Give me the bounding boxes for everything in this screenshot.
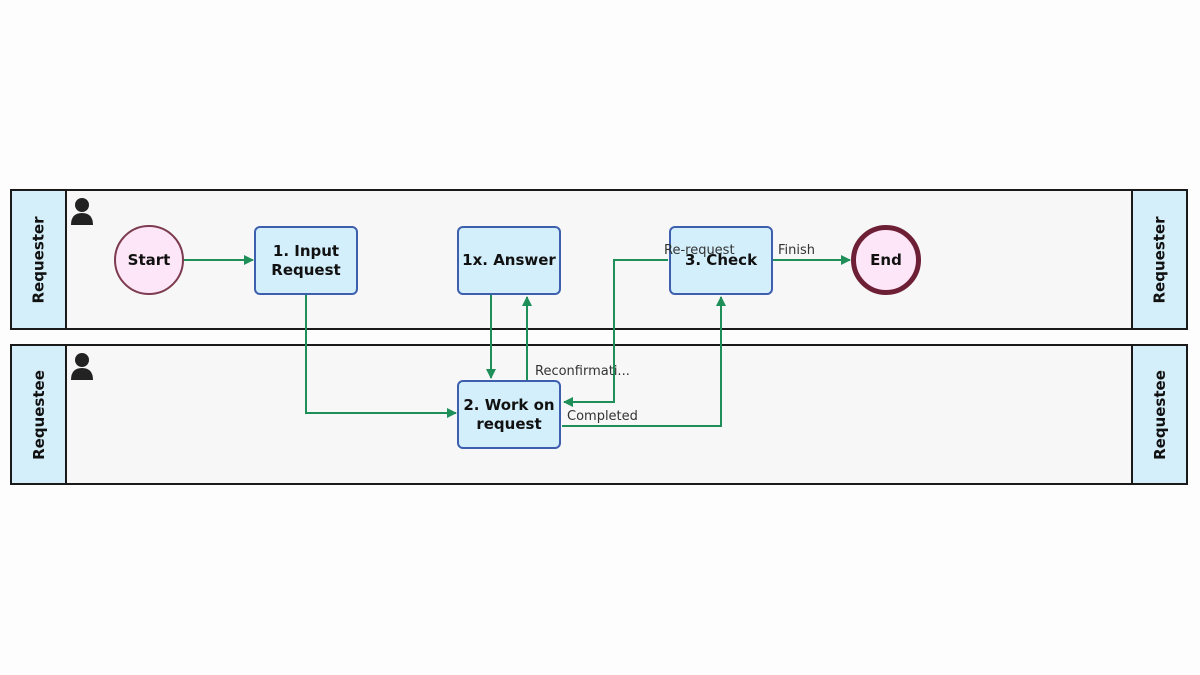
start-event[interactable]: Start	[114, 225, 184, 295]
lane-header-left: Requester	[12, 191, 67, 328]
task-work-on-request[interactable]: 2. Work on request	[457, 380, 561, 449]
flow-label-completed: Completed	[567, 409, 638, 424]
lane-label: Requestee	[1150, 369, 1169, 460]
person-icon	[71, 198, 93, 225]
task-input-request[interactable]: 1. Input Request	[254, 226, 358, 295]
lane-label: Requester	[29, 216, 48, 303]
lane-header-left: Requestee	[12, 346, 67, 483]
task-check[interactable]: 3. Check	[669, 226, 773, 295]
lane-header-right: Requester	[1131, 191, 1186, 328]
swimlane-requester[interactable]: Requester Requester	[10, 189, 1188, 330]
lane-label: Requestee	[29, 369, 48, 460]
person-icon	[71, 353, 93, 380]
flow-label-rerequest: Re-request	[664, 243, 735, 258]
lane-header-right: Requestee	[1131, 346, 1186, 483]
flow-label-reconfirmation: Reconfirmati...	[535, 364, 630, 379]
task-answer[interactable]: 1x. Answer	[457, 226, 561, 295]
end-event[interactable]: End	[851, 225, 921, 295]
flow-label-finish: Finish	[778, 243, 816, 258]
lane-label: Requester	[1150, 216, 1169, 303]
